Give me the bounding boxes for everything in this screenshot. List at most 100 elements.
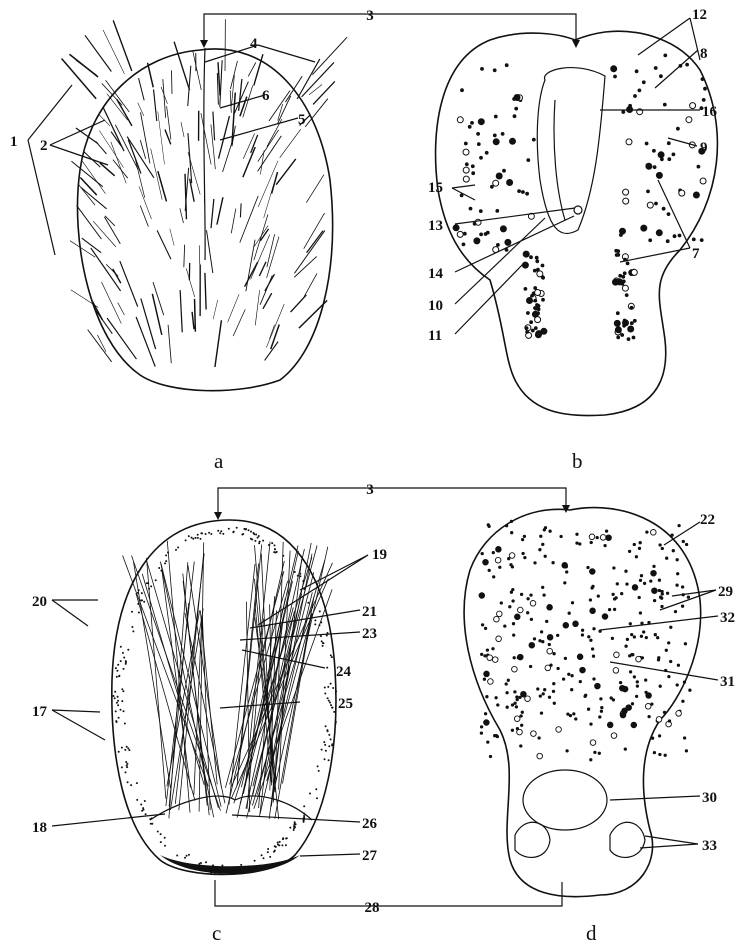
callout-19: 19 [372,547,387,563]
panel-label-a: a [214,449,224,473]
tubercle [620,685,626,691]
tubercle [496,636,502,642]
stipple [307,602,309,604]
stipple [324,744,326,746]
tubercle [594,751,596,753]
tubercle [682,700,684,702]
stipple [176,855,178,857]
tubercle [629,671,631,673]
tubercle [611,637,613,639]
tubercle [492,657,498,663]
tubercle [631,722,637,728]
stipple [136,799,138,801]
stipple [240,864,242,866]
tubercle [686,117,692,123]
tubercle [653,166,656,169]
tubercle [463,232,466,235]
stipple [303,805,305,807]
tubercle [493,576,495,578]
tubercle [539,695,541,697]
tubercle [619,681,621,683]
callout-30: 30 [702,790,717,806]
stipple [247,865,249,867]
tubercle [461,89,464,92]
callout-27: 27 [362,848,378,864]
stipple [323,741,325,743]
panel-label-b: b [572,449,583,473]
stipple [331,707,333,709]
tubercle [552,562,554,564]
callout-6: 6 [262,88,270,104]
tubercle [590,740,596,746]
tubercle [484,655,486,657]
tubercle [601,706,603,708]
callout-22: 22 [700,512,715,528]
tubercle [692,238,695,241]
tubercle [595,683,601,689]
stipple [118,751,120,753]
tubercle [619,274,622,277]
tubercle [471,165,474,168]
tubercle [495,557,501,563]
tubercle [546,620,548,622]
tubercle [642,81,645,84]
tubercle [625,570,627,572]
tubercle [557,667,559,669]
tubercle [510,564,512,566]
stipple [221,865,223,867]
tubercle [592,655,594,657]
tubercle [489,755,491,757]
tubercle [667,142,670,145]
callout-21: 21 [362,604,377,620]
spine [302,62,334,96]
tubercle [547,635,553,641]
tubercle [536,331,542,337]
tubercle [641,657,643,659]
tubercle [658,589,660,591]
tubercle [656,717,662,723]
stipple [208,532,210,534]
tubercle [678,524,680,526]
stipple [142,807,144,809]
stipple [294,571,296,573]
tubercle [463,149,469,155]
tubercle [566,750,568,752]
tubercle [697,165,700,168]
tubercle [631,654,633,656]
tubercle [606,535,612,541]
bracket-3-mid [214,488,570,520]
stipple [318,770,320,772]
stipple [217,530,219,532]
callout-20: 20 [32,594,47,610]
tubercle [480,726,482,728]
tubercle [542,693,544,695]
tubercle [626,139,632,145]
tubercle [685,543,687,545]
tubercle [501,133,504,136]
stipple [330,738,332,740]
tubercle [539,640,541,642]
stipple [333,711,335,713]
stipple [148,588,150,590]
tubercle [495,734,497,736]
tubercle [590,569,596,575]
tubercle [622,275,625,278]
tubercle [493,139,499,145]
stipple [118,717,120,719]
tubercle [591,648,593,650]
tubercle [537,305,540,308]
tubercle [523,535,525,537]
tubercle [487,741,489,743]
tubercle [623,272,626,275]
tubercle [646,693,652,699]
callout-4: 4 [250,36,258,52]
tubercle [605,530,607,532]
callout-28: 28 [365,900,380,916]
tubercle [663,711,665,713]
tubercle [628,326,634,332]
tubercle [614,320,620,326]
stipple [128,749,130,751]
stipple [303,813,305,815]
tubercle [575,718,577,720]
tubercle [534,327,537,330]
